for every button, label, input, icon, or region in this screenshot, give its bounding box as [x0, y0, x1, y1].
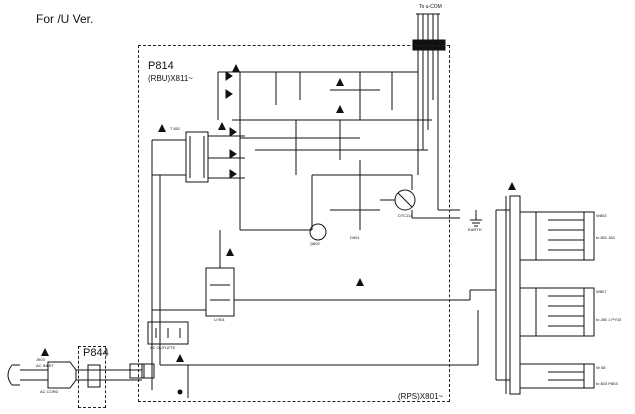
- board-p844-outline: [78, 346, 106, 408]
- w807-label: W807: [596, 289, 607, 294]
- board-p814-name: P814: [148, 60, 174, 72]
- earth-icon: [470, 210, 482, 227]
- board-rps-name: (RPS)X801~: [398, 392, 444, 401]
- ic-dtc114-label: DTC114: [398, 213, 413, 218]
- warning-icon: [218, 122, 226, 130]
- warning-icons: [41, 64, 516, 362]
- board-p814-sub: (RBU)X811~: [148, 74, 193, 83]
- ac-cord-label: AC CORD: [40, 389, 59, 394]
- warning-icon: [232, 64, 240, 72]
- output-connectors: [495, 195, 595, 395]
- warning-icon: [336, 105, 344, 113]
- warning-icon: [336, 78, 344, 86]
- warning-icon: [41, 348, 49, 356]
- board-p844-name: P844: [83, 347, 109, 359]
- warning-icon: [176, 354, 184, 362]
- diode-label: D901: [350, 235, 360, 240]
- to-803-label: to 803 P803: [596, 381, 618, 386]
- w803-label: W803: [596, 213, 607, 218]
- page-heading: For /U Ver.: [36, 12, 94, 26]
- ac-inlet-label: AC INLET: [36, 363, 55, 368]
- to-802-label: to J80 1 PY03: [596, 317, 622, 322]
- warning-icon: [356, 278, 364, 286]
- w808-label: W 08: [596, 365, 606, 370]
- warning-icon: [158, 124, 166, 132]
- p814-wiring: [7, 71, 496, 398]
- warning-icon: [508, 182, 516, 190]
- u901-label: U 901: [214, 317, 225, 322]
- board-p814-outline: [138, 45, 450, 402]
- q802-label: Q802: [310, 241, 320, 246]
- ucom-label: To u-COM: [419, 4, 442, 10]
- to-801-label: to 801 J83: [596, 235, 615, 240]
- warning-icon: [226, 248, 234, 256]
- earth-label: EARTH: [468, 227, 482, 232]
- transformer-label: T 801: [170, 126, 181, 131]
- ac-outlets-label: AC OUTLETS: [150, 345, 176, 350]
- jack-label: J903: [36, 357, 45, 362]
